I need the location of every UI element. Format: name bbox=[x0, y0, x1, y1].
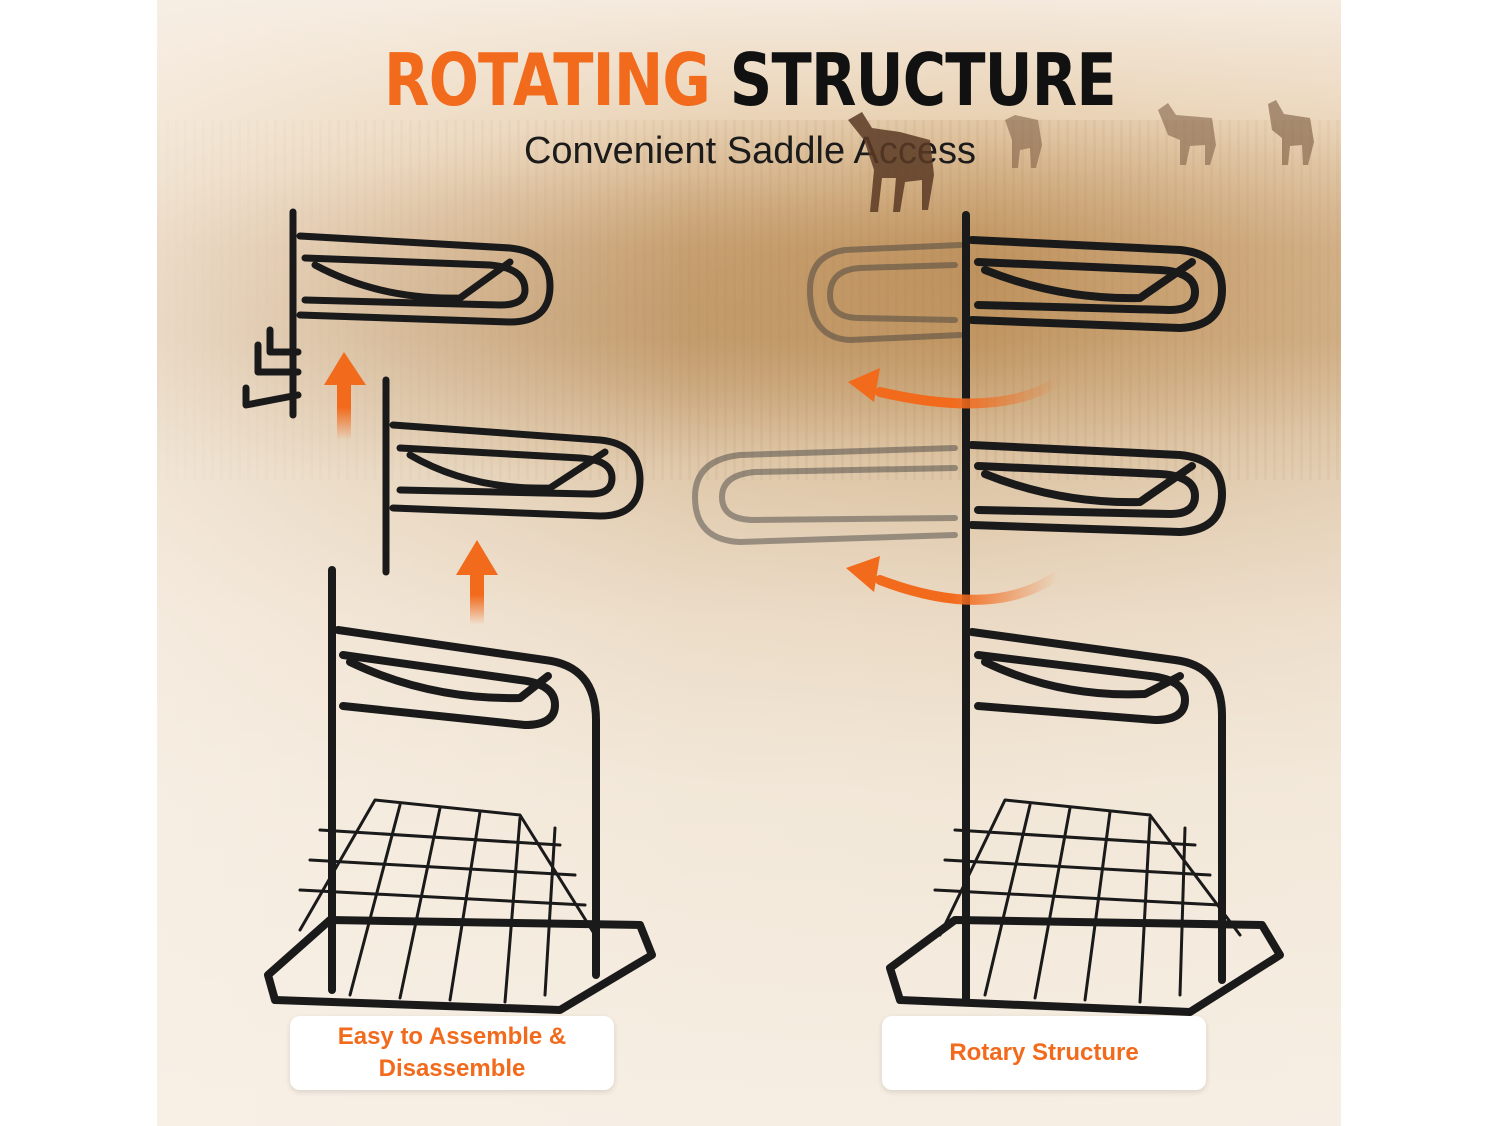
horse-icon bbox=[1268, 100, 1314, 165]
title-main: STRUCTURE bbox=[729, 38, 1117, 122]
rotate-arrow-icon bbox=[846, 556, 1063, 605]
horse-icon bbox=[1158, 103, 1216, 165]
rack-top-section bbox=[242, 208, 554, 419]
label-assemble: Easy to Assemble & Disassemble bbox=[290, 1016, 614, 1090]
arrow-up-icon bbox=[456, 540, 498, 625]
rack-base-left bbox=[264, 566, 656, 1014]
page-title: ROTATING STRUCTURE bbox=[135, 38, 1365, 122]
rack-assembled-right bbox=[886, 211, 1284, 1016]
horse-icon bbox=[848, 112, 934, 212]
title-accent: ROTATING bbox=[384, 38, 711, 122]
horse-icon bbox=[1005, 115, 1042, 168]
arrow-up-icon bbox=[324, 352, 366, 440]
rotate-arrow-icon bbox=[848, 368, 1065, 409]
rack-arm-ghost bbox=[691, 242, 963, 546]
rack-middle-section bbox=[382, 376, 644, 576]
label-rotary: Rotary Structure bbox=[882, 1016, 1206, 1090]
label-assemble-text: Easy to Assemble & Disassemble bbox=[337, 1023, 567, 1082]
label-rotary-text: Rotary Structure bbox=[949, 1039, 1139, 1066]
